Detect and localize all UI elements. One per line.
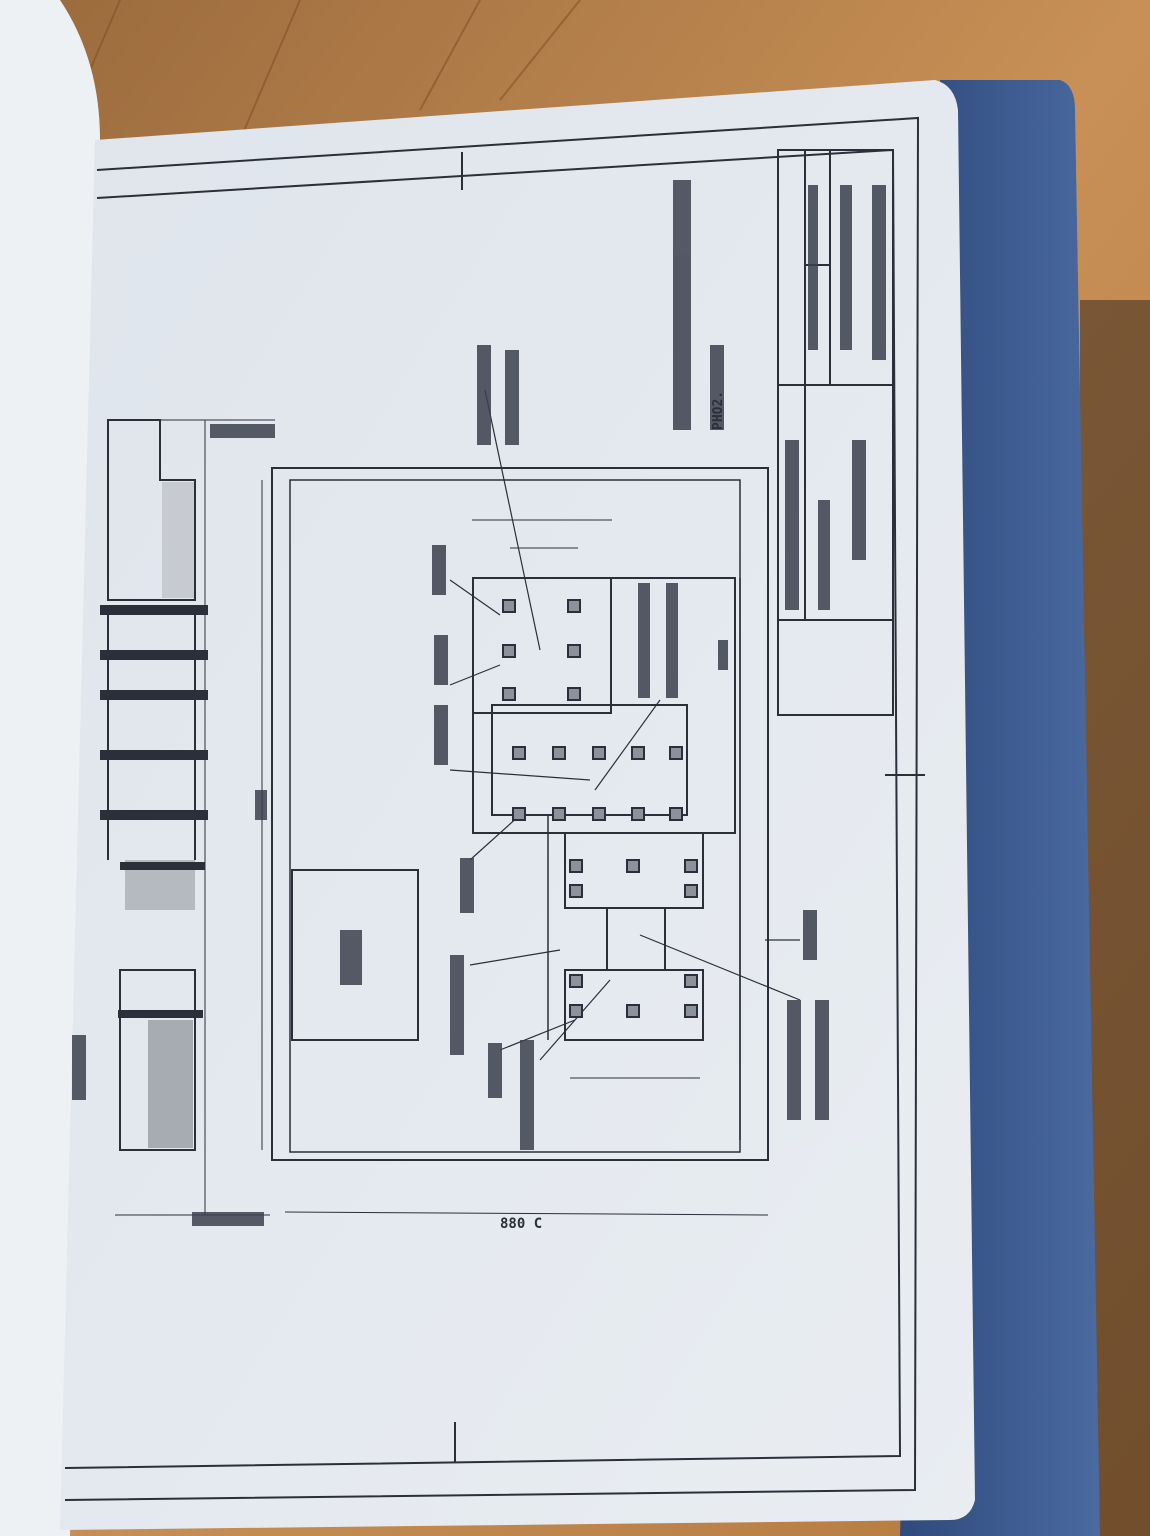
drawing-sheet (60, 80, 975, 1530)
outer-plan (271, 467, 769, 1161)
bottom-dimension-label: 880 C (500, 1216, 542, 1232)
side-section-bands (100, 605, 208, 1018)
side-section-walls (107, 615, 196, 860)
illegible-annotations (72, 180, 886, 1226)
drawing-linework (64, 116, 925, 1501)
title-block (777, 149, 894, 716)
small-box (291, 869, 419, 1041)
column-markers (502, 599, 698, 1018)
note-fragment: PHO2. (711, 391, 726, 430)
